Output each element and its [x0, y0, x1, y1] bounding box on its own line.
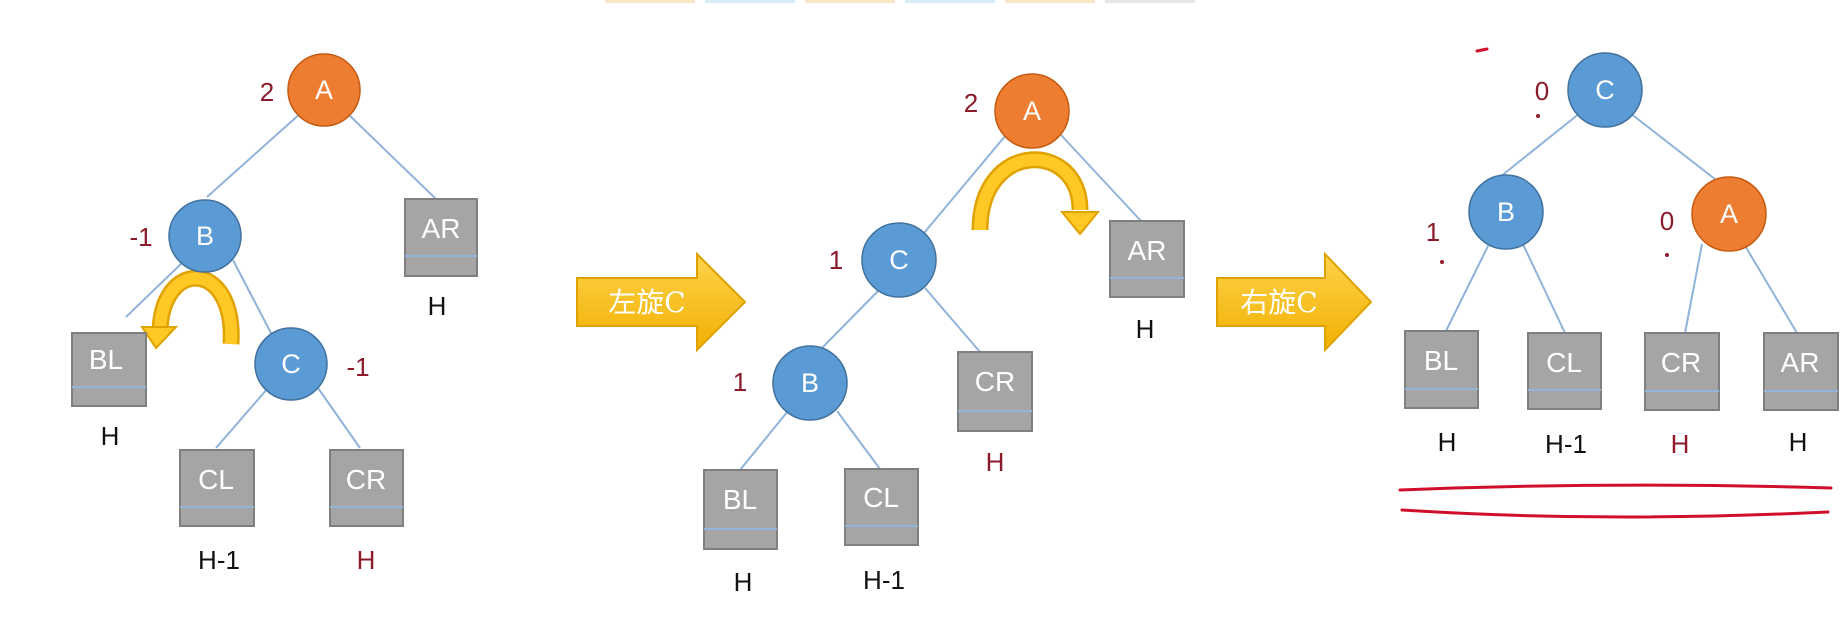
transition-arrow-right-rotate: 右旋C	[1216, 251, 1373, 353]
box-label: AR	[422, 213, 461, 244]
node-c: C 0	[1535, 52, 1643, 128]
pen-dot	[1665, 253, 1669, 257]
node-label: C	[889, 245, 909, 275]
height-label: H	[986, 447, 1005, 477]
box-label: CR	[346, 464, 386, 495]
box-label: CR	[1661, 347, 1701, 378]
height-label: H	[1438, 427, 1457, 457]
box-label: CL	[1546, 347, 1582, 378]
height-label: H	[101, 421, 120, 451]
height-label: H	[357, 545, 376, 575]
balance-factor: 1	[829, 245, 843, 275]
height-label: H	[428, 291, 447, 321]
top-decoration-strip	[605, 0, 1195, 3]
node-a: A 2	[964, 73, 1070, 149]
balance-factor: 0	[1535, 76, 1549, 106]
stage-1-tree: A 2 B -1 C -1 AR H BL H CL	[71, 53, 478, 575]
node-c: C 1	[829, 222, 937, 298]
box-label: AR	[1128, 235, 1167, 266]
stage-3-tree: C 0 B 1 A 0 BL H CL H-1	[1398, 47, 1839, 519]
node-c: C -1	[254, 327, 370, 401]
arrow-label: 左旋C	[608, 286, 685, 319]
node-label: C	[1595, 75, 1615, 105]
box-label: CL	[863, 482, 899, 513]
box-label: BL	[1424, 345, 1458, 376]
box-ar: AR H	[1763, 332, 1839, 457]
height-label: H-1	[1545, 429, 1587, 459]
box-label: CL	[198, 464, 234, 495]
box-ar: AR H	[404, 198, 478, 321]
box-cr: CR H	[1644, 332, 1720, 459]
node-label: A	[1720, 199, 1738, 229]
box-ar: AR H	[1109, 220, 1185, 344]
arrow-label: 右旋C	[1240, 286, 1317, 319]
box-cl: CL H-1	[1527, 332, 1602, 459]
box-label: BL	[723, 484, 757, 515]
height-label: H	[1136, 314, 1155, 344]
node-label: A	[1023, 96, 1041, 126]
box-label: BL	[89, 344, 123, 375]
stage-2-tree: A 2 C 1 B 1 AR H CR H BL H	[703, 73, 1185, 597]
node-label: A	[315, 75, 333, 105]
node-label: B	[801, 368, 819, 398]
height-label: H	[734, 567, 753, 597]
box-bl: BL H	[1404, 330, 1479, 457]
node-a: A 2	[260, 53, 361, 127]
node-b: B -1	[129, 199, 242, 273]
balance-factor: -1	[346, 352, 369, 382]
stage-3-pen-marks	[1398, 47, 1833, 519]
stage-3-edges	[1445, 112, 1798, 334]
height-label: H	[1671, 429, 1690, 459]
height-label: H-1	[863, 565, 905, 595]
stage-2-edges	[739, 134, 1142, 471]
node-label: C	[281, 349, 301, 379]
box-bl: BL H	[71, 332, 147, 451]
box-cl: CL H-1	[179, 449, 255, 575]
node-a: A 0	[1660, 176, 1767, 257]
balance-factor: 2	[964, 88, 978, 118]
box-cr: CR H	[957, 351, 1033, 477]
height-label: H-1	[198, 545, 240, 575]
balance-factor: 0	[1660, 206, 1674, 236]
pen-dot	[1440, 260, 1444, 264]
box-bl: BL H	[703, 469, 778, 597]
box-cr: CR H	[329, 449, 404, 575]
stage-2-rotate-arrow	[971, 151, 1101, 236]
stage-1-rotate-arrow	[140, 269, 240, 350]
height-label: H	[1789, 427, 1808, 457]
box-label: AR	[1781, 347, 1820, 378]
balance-factor: 2	[260, 77, 274, 107]
box-label: CR	[975, 366, 1015, 397]
pen-dot	[1536, 114, 1540, 118]
stage-1-edges	[125, 111, 437, 449]
node-label: B	[1497, 197, 1515, 227]
balance-factor: 1	[1426, 217, 1440, 247]
box-cl: CL H-1	[844, 468, 919, 595]
transition-arrow-left-rotate: 左旋C	[576, 251, 747, 353]
balance-factor: 1	[733, 367, 747, 397]
node-b: B 1	[1426, 174, 1544, 264]
balance-factor: -1	[129, 222, 152, 252]
node-b: B 1	[733, 345, 848, 421]
node-label: B	[196, 221, 214, 251]
